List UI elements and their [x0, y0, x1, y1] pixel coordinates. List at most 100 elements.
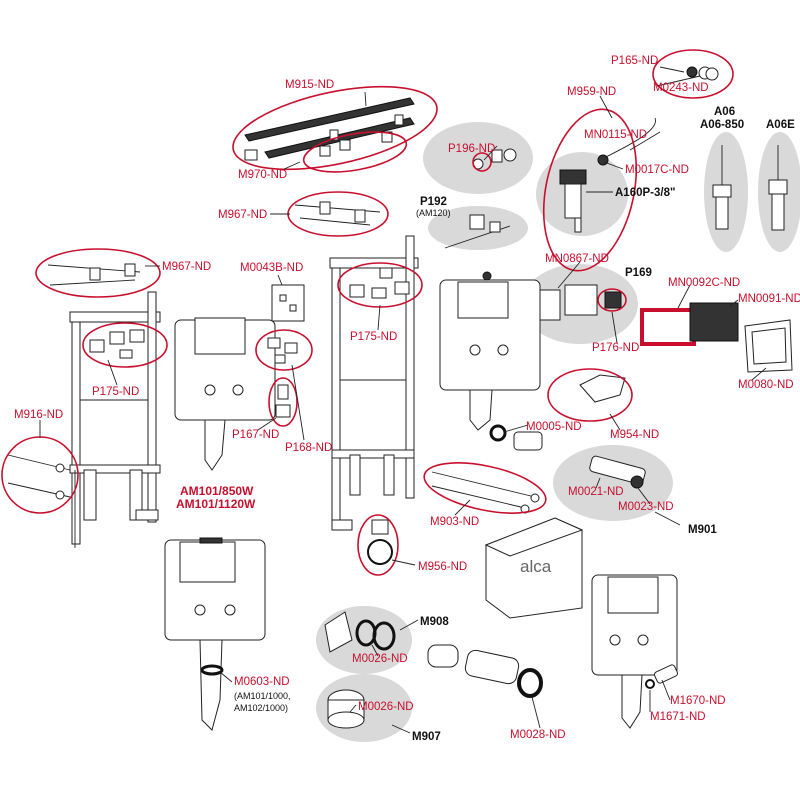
p192-parts	[444, 214, 511, 249]
p168-parts	[267, 337, 298, 364]
label-p196: P196-ND	[448, 143, 495, 155]
p196-parts	[472, 148, 517, 170]
label-a06e: A06E	[766, 119, 795, 131]
cistern-upper-left	[174, 317, 276, 471]
label-m970: M970-ND	[238, 169, 287, 181]
label-p192: P192	[420, 196, 447, 208]
label-m967-left: M967-ND	[162, 261, 211, 273]
label-p175-left: P175-ND	[92, 386, 139, 398]
ring-p175-left	[82, 322, 168, 368]
label-a160p: A160P-3/8"	[615, 187, 675, 199]
label-m908: M908	[420, 616, 449, 628]
label-m0043b: M0043B-ND	[240, 262, 303, 274]
ring-m967-left	[35, 248, 161, 298]
label-p165: P165-ND	[611, 55, 658, 67]
label-am101-1120w: AM101/1120W	[176, 497, 256, 511]
label-m915: M915-ND	[285, 79, 334, 91]
label-am120: (AM120)	[416, 208, 451, 218]
p167-parts	[275, 384, 291, 418]
label-m954: M954-ND	[610, 429, 659, 441]
label-m0017c: M0017C-ND	[625, 164, 689, 176]
m0603-part	[200, 664, 224, 676]
label-m0026-b: M0026-ND	[358, 701, 414, 713]
p175-left-parts	[89, 329, 145, 359]
label-am101-850w: AM101/850W	[180, 484, 254, 498]
label-a06: A06	[714, 106, 735, 118]
label-m0023: M0023-ND	[618, 501, 674, 513]
group-m901-bg	[553, 445, 673, 521]
cistern-lower-left	[164, 537, 266, 731]
label-m0005: M0005-ND	[526, 421, 582, 433]
m967-left-parts	[47, 263, 141, 286]
m916-parts	[7, 454, 71, 500]
label-m0028: M0028-ND	[510, 729, 566, 741]
label-p169: P169	[625, 267, 652, 279]
label-mn0092c: MN0092C-ND	[668, 277, 740, 289]
m0005-parts	[489, 424, 543, 451]
m901-parts	[589, 455, 646, 489]
label-m0603-note1: (AM101/1000,	[234, 691, 291, 701]
ring-p168	[255, 329, 313, 371]
label-m956: M956-ND	[418, 561, 467, 573]
label-m959: M959-ND	[567, 86, 616, 98]
label-p176: P176-ND	[592, 342, 639, 354]
label-p175-mid: P175-ND	[350, 331, 397, 343]
m1670-parts	[645, 664, 679, 689]
leader-lines	[39, 66, 767, 734]
label-m1670: M1670-ND	[670, 695, 726, 707]
label-m0603-note2: AM102/1000)	[234, 703, 288, 713]
m915-parts	[244, 97, 415, 161]
ring-p167	[268, 377, 298, 427]
alca-box	[484, 517, 584, 619]
m903-parts	[431, 471, 540, 514]
label-m0026-a: M0026-ND	[352, 653, 408, 665]
label-m916: M916-ND	[14, 409, 63, 421]
label-m0243: M0243-ND	[653, 82, 709, 94]
p169-parts	[539, 284, 622, 321]
middle-frame	[329, 235, 419, 531]
ring-p196	[472, 152, 492, 172]
ring-m956	[357, 514, 399, 576]
ring-m967-top	[287, 191, 389, 237]
ring-m970	[302, 131, 408, 173]
p165-parts	[686, 66, 719, 81]
alca-logo-text: alca	[520, 557, 552, 576]
a06e-part	[768, 145, 788, 231]
m959-parts	[559, 117, 656, 233]
ring-p165	[652, 49, 734, 99]
label-m1671: M1671-ND	[650, 711, 706, 723]
m967-top-parts	[294, 201, 381, 226]
label-mn0091: MN0091-ND	[738, 293, 800, 305]
label-a06-850: A06-850	[700, 119, 744, 131]
m907-parts	[327, 689, 365, 729]
ring-m916	[1, 436, 79, 514]
m908-parts	[324, 611, 396, 653]
label-m967-top: M967-ND	[218, 209, 267, 221]
label-mn0867: MN0867-ND	[545, 253, 609, 265]
label-m901: M901	[688, 524, 717, 536]
m0043b-part	[271, 284, 305, 322]
left-frame	[69, 291, 161, 548]
m954-part	[579, 374, 626, 403]
ring-m954	[547, 368, 633, 422]
cistern-upper-middle	[439, 271, 541, 431]
group-a160p-bg	[536, 152, 628, 236]
group-p196-bg	[423, 122, 533, 194]
p175-mid-parts	[349, 267, 410, 299]
ring-p176	[597, 288, 627, 312]
flush-plate-parts	[640, 302, 793, 373]
label-m903: M903-ND	[430, 516, 479, 528]
label-m0080: M0080-ND	[738, 379, 794, 391]
cistern-lower-right	[591, 574, 678, 729]
ring-m903	[423, 462, 547, 514]
m956-part	[367, 519, 393, 565]
label-m0021: M0021-ND	[568, 486, 624, 498]
label-mn0115: MN0115-ND	[584, 129, 647, 141]
m970-parts	[319, 131, 393, 157]
label-m0603: M0603-ND	[234, 676, 290, 688]
label-m907: M907	[412, 731, 441, 743]
label-p167: P167-ND	[232, 429, 279, 441]
ring-m915	[232, 85, 438, 171]
